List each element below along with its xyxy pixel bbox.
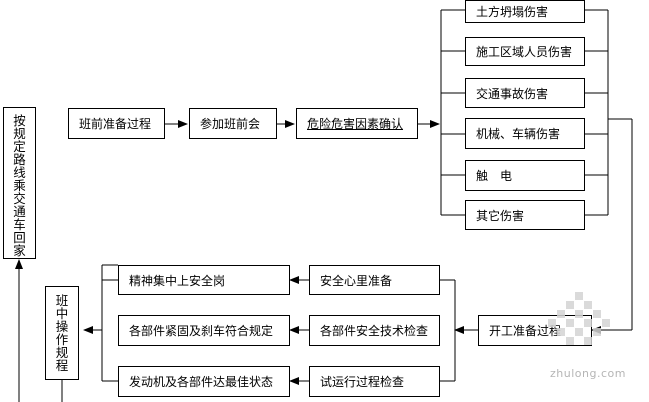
zhulong-logo-icon [548, 292, 610, 345]
hazard-item-label: 土方坍塌伤害 [476, 5, 549, 19]
hazard-item: 触 电 [465, 160, 585, 191]
meeting-label: 参加班前会 [200, 117, 261, 131]
pre-shift-box: 班前准备过程 [68, 108, 165, 139]
hazard-item: 施工区域人员伤害 [465, 37, 585, 66]
check-item: 各部件安全技术检查 [309, 315, 440, 346]
hazard-item-label: 交通事故伤害 [476, 86, 549, 101]
route-home-box: 按规定路线乘交通车回家 [3, 107, 36, 259]
check-item-label: 各部件安全技术检查 [320, 324, 429, 338]
shift-operation-label: 班中操作规程 [55, 293, 69, 373]
hazard-item: 其它伤害 [465, 200, 585, 230]
result-item-label: 发动机及各部件达最佳状态 [129, 375, 274, 389]
shift-operation-box: 班中操作规程 [45, 286, 79, 380]
watermark-text: zhulong.com [550, 367, 626, 380]
hazard-item-label: 触 电 [476, 169, 513, 183]
result-item: 精神集中上安全岗 [118, 265, 290, 295]
hazard-item: 机械、车辆伤害 [465, 118, 585, 149]
result-item-label: 各部件紧固及刹车符合规定 [129, 324, 274, 338]
result-item-label: 精神集中上安全岗 [129, 273, 226, 288]
hazard-item-label: 机械、车辆伤害 [476, 127, 561, 141]
check-item-label: 试运行过程检查 [320, 375, 405, 389]
pre-shift-label: 班前准备过程 [79, 117, 152, 131]
route-home-label: 按规定路线乘交通车回家 [13, 113, 26, 258]
hazard-item-label: 施工区域人员伤害 [476, 45, 573, 59]
start-prep-label: 开工准备过程 [489, 324, 562, 338]
hazard-item: 交通事故伤害 [465, 78, 585, 108]
hazard-item-label: 其它伤害 [476, 208, 525, 223]
hazard-item: 土方坍塌伤害 [465, 0, 585, 23]
hazard-confirm-label: 危险危害因素确认 [307, 117, 404, 131]
meeting-box: 参加班前会 [189, 108, 277, 139]
result-item: 各部件紧固及刹车符合规定 [118, 315, 290, 346]
hazard-confirm-box: 危险危害因素确认 [296, 108, 418, 139]
check-item-label: 安全心里准备 [320, 273, 393, 288]
check-item: 安全心里准备 [309, 265, 440, 295]
check-item: 试运行过程检查 [309, 366, 440, 397]
result-item: 发动机及各部件达最佳状态 [118, 366, 290, 397]
